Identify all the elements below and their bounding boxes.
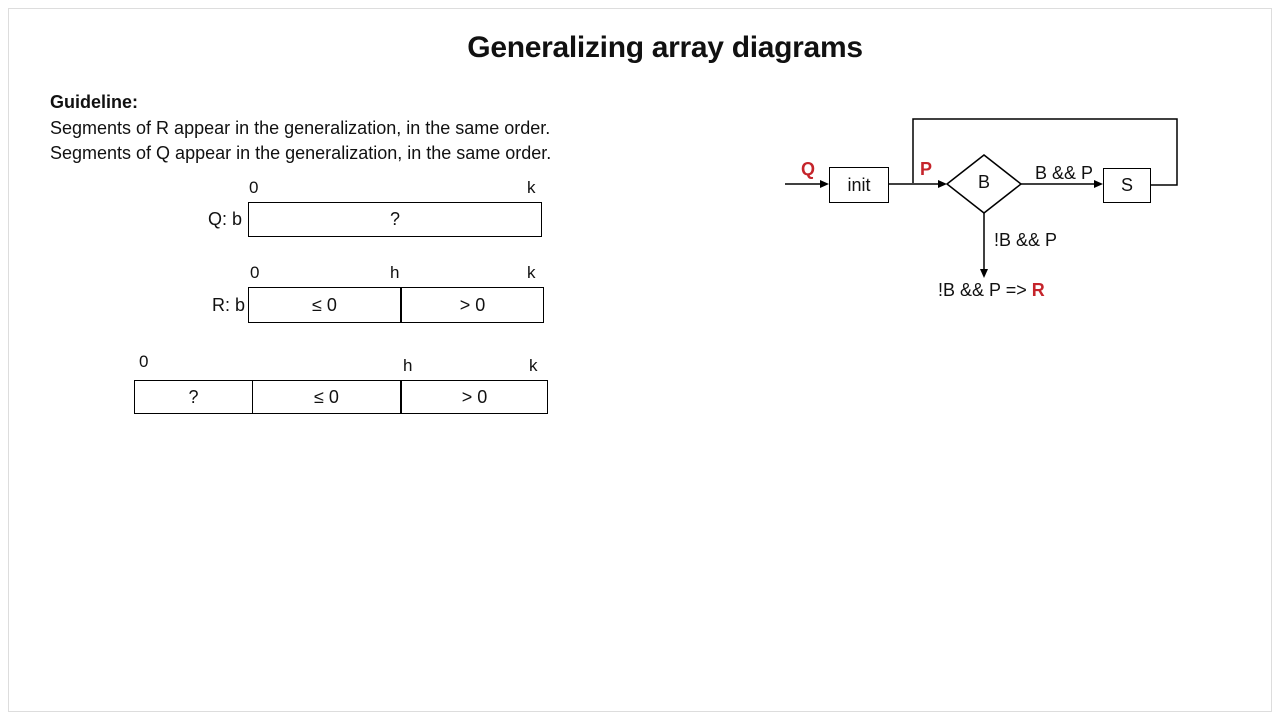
r-array: ≤ 0 > 0 xyxy=(248,287,544,323)
r-array-tick-0: 0 xyxy=(250,263,260,282)
gen-array-cell-lez: ≤ 0 xyxy=(252,381,400,413)
flowchart-exit-edge-label: !B && P xyxy=(994,230,1058,250)
flowchart-precondition-label: Q xyxy=(801,159,816,179)
r-array-tick-k: k xyxy=(527,263,536,282)
flowchart-guard-label: B xyxy=(977,172,990,192)
r-array-cell-lez: ≤ 0 xyxy=(312,294,337,315)
gen-array-tick-0: 0 xyxy=(139,352,149,371)
q-array-tick-k: k xyxy=(527,178,536,197)
gen-array-cell-gtz: > 0 xyxy=(400,381,547,413)
r-array-tick-h: h xyxy=(390,263,400,282)
flowchart-body-box: S xyxy=(1103,168,1151,203)
gen-array-tick-h: h xyxy=(403,356,413,375)
q-array-label: Q: b xyxy=(207,209,242,229)
guideline-heading: Guideline: xyxy=(50,92,139,112)
page-title: Generalizing array diagrams xyxy=(467,31,863,64)
flowchart-invariant-label: P xyxy=(920,159,933,179)
conclusion-prefix: !B && P => xyxy=(938,280,1032,300)
r-array-cell-gtz: > 0 xyxy=(400,288,543,322)
conclusion-result: R xyxy=(1031,280,1045,300)
flowchart-loop-edge-label: B && P xyxy=(1034,163,1094,183)
q-array-tick-0: 0 xyxy=(249,178,259,197)
gen-array-tick-k: k xyxy=(529,356,538,375)
q-array: ? xyxy=(248,202,542,237)
slide-border xyxy=(8,8,1272,712)
r-array-label: R: b xyxy=(211,295,245,315)
guideline-block: Guideline: Segments of R appear in the g… xyxy=(50,90,551,167)
q-array-cell-unknown: ? xyxy=(389,209,400,229)
gen-array-cell-unknown: ? xyxy=(188,386,199,407)
flowchart-conclusion: !B && P => R xyxy=(938,280,1045,300)
gen-array: ? ≤ 0 > 0 xyxy=(134,380,548,414)
guideline-line-r: Segments of R appear in the generalizati… xyxy=(50,117,551,138)
guideline-line-q: Segments of Q appear in the generalizati… xyxy=(50,143,552,163)
flowchart-init-box: init xyxy=(829,167,889,203)
